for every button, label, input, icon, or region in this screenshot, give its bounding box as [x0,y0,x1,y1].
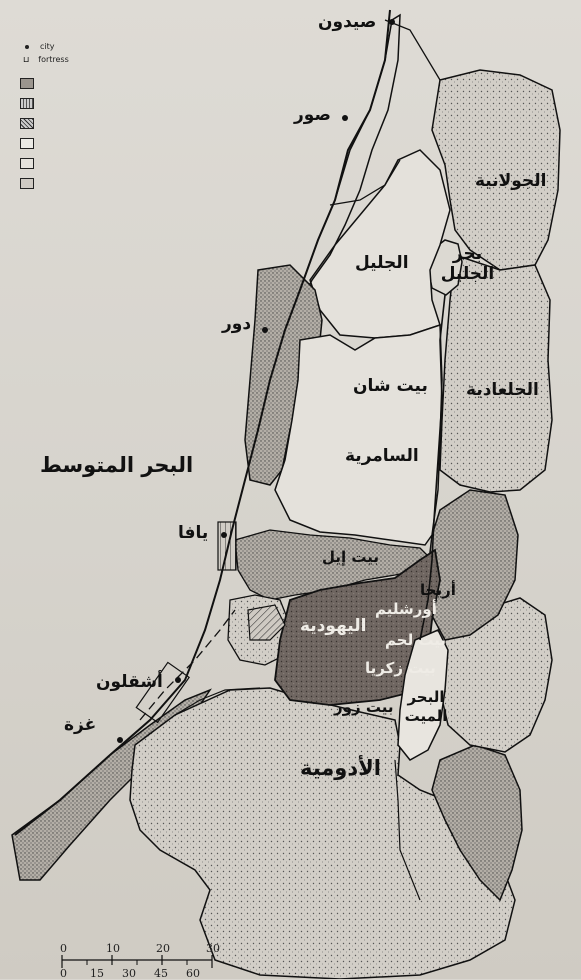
scale-miles-0: 0 [60,942,67,955]
label-judea: اليهودية [300,616,367,636]
label-sea-of-galilee: بحر الجليل [440,244,495,284]
city-dot-jaffa [221,532,227,538]
gilead-region [439,253,553,493]
fortress-wall [139,609,236,721]
legend-swatch-4 [20,138,34,149]
label-jericho: أريحا [420,581,456,599]
city-marker-icon [25,44,29,49]
jordan-river [419,294,446,641]
legend-swatch-6 [20,178,34,189]
label-beit-shan: بيت شان [353,376,428,396]
border-north [384,19,441,81]
city-dot-tyre [342,115,348,121]
label-gaza: غزة [64,715,97,735]
legend-fortress: ⊔ fortress [20,55,69,64]
label-beit-zur: بيت زور [334,698,394,716]
fortress-marker-icon: ⊔ [23,55,30,64]
scale-miles-10: 10 [106,942,120,955]
legend-city: city [20,42,55,51]
legend-swatch-1 [20,78,34,89]
city-dot-dor [262,327,268,333]
legend-swatch-dense-icon [20,78,34,89]
label-idumea: الأدومية [300,756,381,780]
city-dot-sidon [389,19,395,25]
city-dot-ashkelon [175,677,181,683]
galilee-region [309,149,451,339]
legend-fortress-label: fortress [38,55,69,64]
label-mediterranean: البحر المتوسط [40,453,194,477]
coastline [14,9,391,836]
southeast-region [431,744,523,902]
idumea-region [129,687,516,979]
fortress-rect [135,661,190,724]
legend-city-label: city [40,42,55,51]
scale-miles-20: 20 [156,942,170,955]
border-idumea-west [174,687,261,716]
legend-swatch-dots-icon [20,178,34,189]
label-gilead: الجلعادية [466,380,539,400]
label-beit-zakaria: بيت زكريا [365,659,436,677]
legend-swatch-5 [20,158,34,169]
label-ashkelon: أشقلون [96,672,163,692]
lydda-hatch [247,604,286,641]
scale-km-45: 45 [154,967,168,980]
label-dor: دور [222,314,252,334]
legend-swatch-2 [20,98,34,109]
border-tyre-galilee [329,159,401,206]
legend-swatch-3 [20,118,34,129]
city-dot-gaza [117,737,123,743]
scale-km-60: 60 [186,967,200,980]
label-bethlehem: بيت لحم [385,631,447,649]
label-bethel: بيت إيل [322,548,380,566]
scale-bar [61,955,213,968]
label-tyre: صور [294,105,331,125]
legend-swatch-grid-icon [20,98,34,109]
samaria-region [274,323,443,546]
label-jaffa: يافا [178,523,209,543]
scale-km-15: 15 [90,967,104,980]
label-golan: الجولانية [475,171,547,191]
scale-km-30: 30 [122,967,136,980]
scale-miles-30: 30 [206,942,220,955]
dead-sea [397,629,449,761]
golan-region [431,69,561,271]
label-jerusalem: أورشليم [375,600,437,618]
legend-swatch-white-icon [20,138,34,149]
label-dead-sea: البحر الميت [404,688,448,725]
scale-km-0: 0 [60,967,67,980]
label-sidon: صيدون [318,12,377,32]
moab-region [439,597,553,753]
legend-swatch-light-icon [20,158,34,169]
jaffa-hatch [217,521,237,571]
legend-swatch-hatch-icon [20,118,34,129]
label-samaria: السامرية [345,446,419,466]
label-galilee: الجليل [355,253,409,273]
border-south-inner [394,759,421,901]
